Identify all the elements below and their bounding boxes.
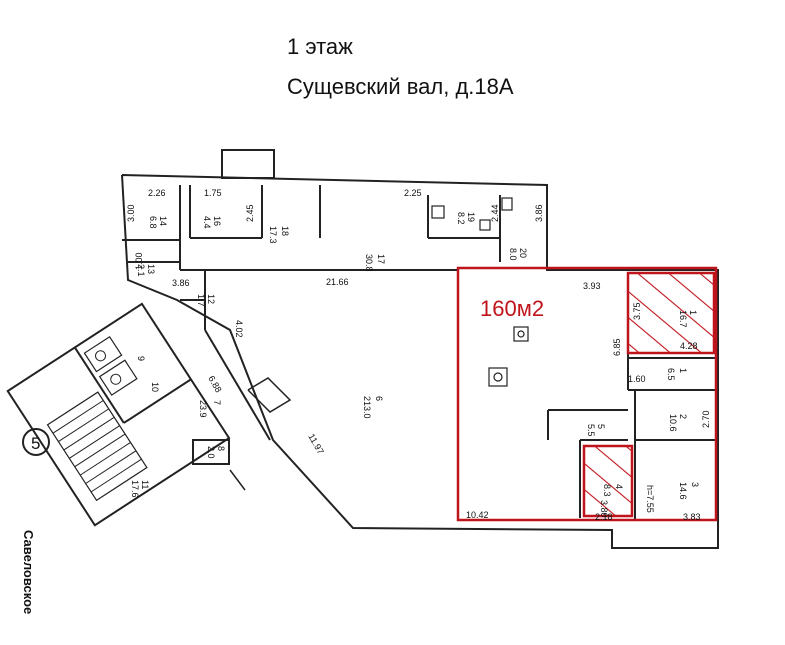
room-area: 6.8 (148, 216, 158, 229)
area-label: 160м2 (480, 296, 544, 321)
room-area: 30.8 (364, 254, 374, 272)
room-number: 19 (466, 212, 476, 222)
dim-label: 6.88 (206, 374, 223, 394)
dim-label: 21.66 (326, 277, 349, 287)
room-number: 12 (206, 294, 216, 304)
street-name: Савеловское (21, 530, 36, 614)
highlight-outline (456, 266, 718, 522)
column (431, 205, 445, 219)
dim-label: 3.86 (534, 204, 544, 222)
dim-label: 3.00 (126, 204, 136, 222)
room-number: 2 (678, 414, 688, 419)
room-area: 17.6 (130, 480, 140, 498)
entrance-line (229, 469, 246, 491)
room-number: 1 (688, 310, 698, 315)
room-number: 16 (212, 216, 222, 226)
room-number: 3 (690, 482, 700, 487)
dim-label: 3.75 (632, 302, 642, 320)
room-number: 20 (518, 248, 528, 258)
left-wing (6, 302, 231, 527)
room-area: 5.5 (586, 424, 596, 437)
room-number: 10 (150, 382, 160, 392)
hatched-room-4 (582, 444, 634, 518)
column (488, 367, 508, 387)
column (479, 219, 491, 231)
dim-label: 1.75 (204, 188, 222, 198)
dim-label: 3.80 (599, 500, 609, 518)
dim-label: 4.28 (680, 341, 698, 351)
room-number: 11 (140, 480, 150, 489)
hatched-room-1 (626, 271, 716, 355)
room-area: 8.3 (602, 484, 612, 497)
dim-label: 1.60 (628, 374, 646, 384)
room-area: 2.0 (206, 446, 216, 459)
room-8-box (192, 439, 230, 465)
dim-label: 2.26 (148, 188, 166, 198)
street-number-circle (22, 428, 50, 456)
room-number: 5 (596, 424, 606, 429)
dim-label: 2.45 (245, 204, 255, 222)
room-area: 14.6 (678, 482, 688, 500)
room-area: 1.7 (196, 294, 206, 307)
room-number: 17 (376, 254, 386, 264)
room-number: 13 (146, 264, 156, 274)
dim-label: 6.85 (612, 338, 622, 356)
dim-label: 1.00 (134, 252, 144, 270)
outer-wall (121, 174, 719, 549)
room-area: 8.0 (508, 248, 518, 261)
room-area: 4.4 (202, 216, 212, 229)
room-number: 9 (136, 356, 146, 361)
dim-label: 3.83 (683, 512, 701, 522)
room-area: 2.1 (136, 264, 146, 277)
column (513, 326, 529, 342)
dim-label: h=7.55 (645, 485, 655, 513)
dim-label: 10.42 (466, 510, 489, 520)
dim-label: 2.44 (490, 204, 500, 222)
wall (204, 329, 271, 441)
room-area: 23.9 (198, 400, 208, 418)
column (501, 197, 513, 211)
room-number: 4 (614, 484, 624, 489)
room-area: 10.6 (668, 414, 678, 432)
stair-top (221, 149, 275, 179)
room-number: 1 (678, 368, 688, 373)
floor-title: 1 этаж (287, 34, 353, 59)
street-marker: 5 Савеловское (21, 428, 50, 614)
dim-label: 11.97 (306, 432, 326, 456)
dim-label: 2.70 (701, 410, 711, 428)
entrance-steps (247, 377, 292, 413)
room-number: 7 (212, 400, 222, 405)
room-area: 6.5 (666, 368, 676, 381)
dim-label: 2.25 (404, 188, 422, 198)
room-area: 213.0 (362, 396, 372, 419)
street-number: 5 (31, 434, 40, 453)
room-number: 6 (374, 396, 384, 401)
room-number: 18 (280, 226, 290, 236)
room-number: 14 (158, 216, 168, 226)
dim-label: 4.02 (234, 320, 244, 338)
dim-label: 2.18 (595, 512, 613, 522)
dim-label: 3.93 (583, 281, 601, 291)
room-number: 8 (216, 446, 226, 451)
highlight-area (456, 266, 718, 522)
room-area: 8.2 (456, 212, 466, 225)
room-area: 17.3 (268, 226, 278, 244)
address-title: Сущевский вал, д.18А (287, 74, 514, 99)
room-area: 16.7 (678, 310, 688, 328)
dim-label: 3.86 (172, 278, 190, 288)
